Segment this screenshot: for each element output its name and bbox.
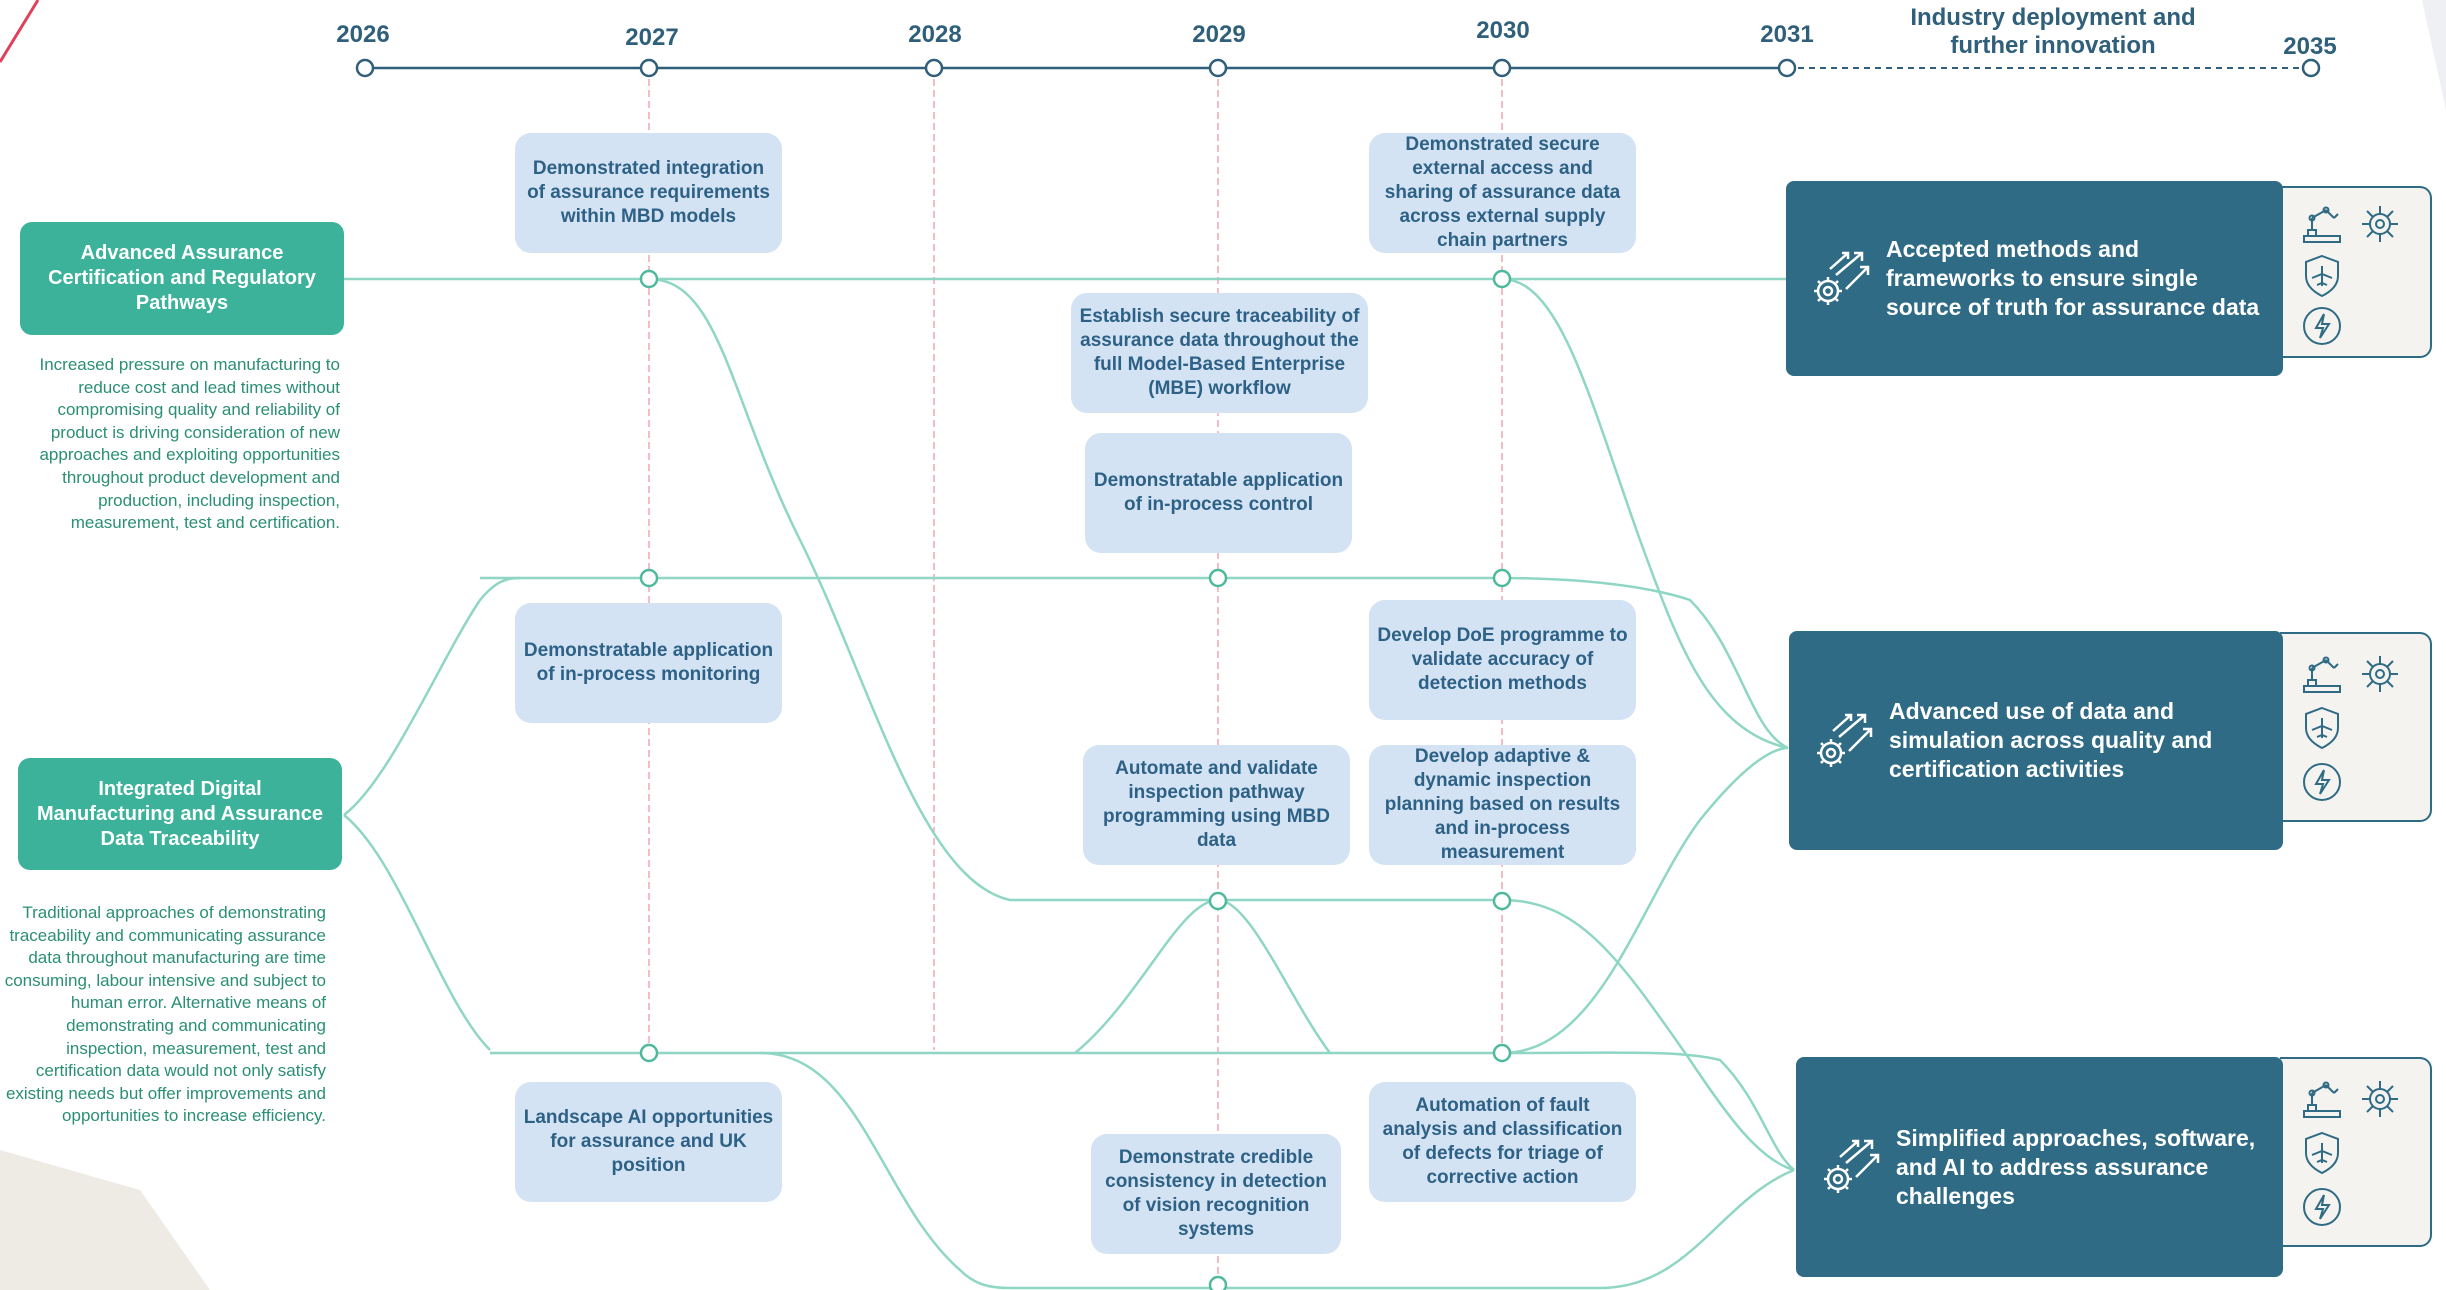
timeline-node-2028 (924, 58, 944, 78)
year-guides (648, 68, 1503, 1285)
background-corner-shape-right (2422, 0, 2446, 110)
energy-icon (2303, 763, 2341, 801)
milestone-in-process-monitoring: Demonstratable application of in-process… (515, 603, 782, 723)
outcome-single-source-of-truth: Accepted methods and frameworks to ensur… (1786, 181, 2283, 376)
theme-assurance-certification: Advanced Assurance Certification and Reg… (20, 222, 344, 335)
milestone-external-access: Demonstrated secure external access and … (1369, 133, 1636, 253)
aircraft-shield-icon (2305, 254, 2339, 298)
robot-arm-icon (2303, 656, 2341, 693)
year-label-2035: 2035 (2283, 33, 2337, 60)
energy-icon (2303, 1188, 2341, 1226)
outcome-icon-panel (2280, 1057, 2432, 1247)
year-label-2030: 2030 (1476, 17, 1530, 44)
energy-icon (2303, 307, 2341, 345)
outcome-simplified-approaches: Simplified approaches, software, and AI … (1796, 1057, 2283, 1277)
timeline-node-2029 (1208, 58, 1228, 78)
aircraft-shield-icon (2305, 1131, 2339, 1175)
flow-lines (343, 277, 1795, 1290)
timeline-node-2035 (2301, 58, 2321, 78)
timeline-node-2030 (1492, 58, 1512, 78)
outcome-text: Advanced use of data and simulation acro… (1889, 698, 2213, 782)
timeline-node-2026 (355, 58, 375, 78)
outcome-data-and-simulation: Advanced use of data and simulation acro… (1789, 631, 2283, 850)
milestone-vision-recognition: Demonstrate credible consistency in dete… (1091, 1134, 1341, 1254)
milestone-in-process-control: Demonstratable application of in-process… (1085, 433, 1352, 553)
year-label-2029: 2029 (1192, 21, 1246, 48)
year-label-2027: 2027 (625, 24, 679, 51)
circuit-brain-icon (2362, 206, 2398, 242)
circuit-brain-icon (2362, 1081, 2398, 1117)
robot-arm-icon (2303, 1081, 2341, 1118)
milestone-fault-analysis: Automation of fault analysis and classif… (1369, 1082, 1636, 1202)
timeline-node-2031 (1777, 58, 1797, 78)
robot-arm-icon (2303, 206, 2341, 243)
year-label-2028: 2028 (908, 21, 962, 48)
gear-arrows-icon (1824, 1139, 1880, 1193)
milestone-inspection-pathway: Automate and validate inspection pathway… (1083, 745, 1350, 865)
outcome-text: Simplified approaches, software, and AI … (1896, 1124, 2256, 1209)
circuit-brain-icon (2362, 656, 2398, 692)
gear-arrows-icon (1814, 251, 1870, 305)
timeline (355, 58, 2321, 78)
year-label-2031: 2031 (1760, 21, 1814, 48)
milestone-secure-traceability: Establish secure traceability of assuran… (1071, 293, 1368, 413)
year-label-2026: 2026 (336, 21, 390, 48)
timeline-node-2027 (639, 58, 659, 78)
decorative-red-line (0, 0, 40, 63)
gear-arrows-icon (1817, 713, 1873, 767)
industry-deployment-label: Industry deployment and further innovati… (1910, 4, 2196, 59)
outcome-text: Accepted methods and frameworks to ensur… (1886, 236, 2260, 320)
outcome-icon-panel (2280, 186, 2432, 358)
theme-traceability-description: Traditional approaches of demonstrating … (4, 903, 326, 1126)
outcome-icon-panel (2280, 632, 2432, 822)
theme-digital-traceability: Integrated Digital Manufacturing and Ass… (18, 758, 342, 870)
milestone-mbd-integration: Demonstrated integration of assurance re… (515, 133, 782, 253)
background-corner-shape (0, 1150, 210, 1290)
theme-assurance-description: Increased pressure on manufacturing to r… (39, 355, 340, 533)
milestone-landscape-ai: Landscape AI opportunities for assurance… (515, 1082, 782, 1202)
junction-nodes (639, 269, 1512, 1290)
milestone-doe-programme: Develop DoE programme to validate accura… (1369, 600, 1636, 720)
milestone-adaptive-inspection: Develop adaptive & dynamic inspection pl… (1369, 745, 1636, 865)
aircraft-shield-icon (2305, 706, 2339, 750)
